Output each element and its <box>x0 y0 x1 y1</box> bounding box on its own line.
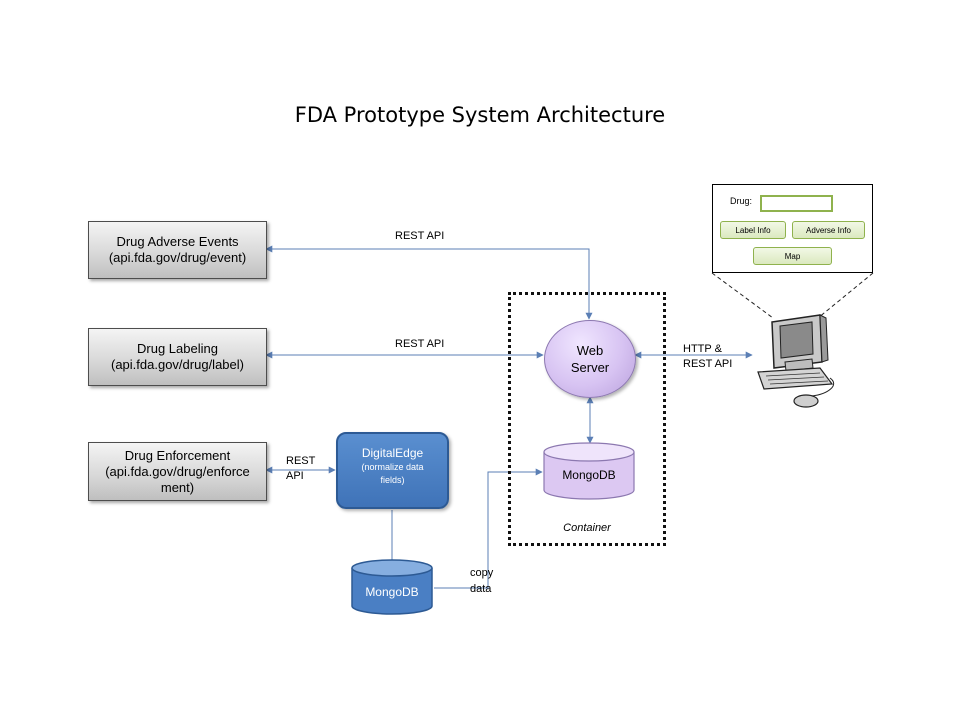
label-info-button[interactable]: Label Info <box>720 221 786 239</box>
drug-enforcement-endpoint-1: (api.fda.gov/drug/enforce <box>105 463 250 479</box>
web-server-label-1: Web <box>576 343 604 358</box>
copy-data-link <box>434 468 543 589</box>
digitaledge-title: DigitalEdge <box>361 446 424 460</box>
drug-adverse-events-endpoint: (api.fda.gov/drug/event) <box>108 250 247 265</box>
drug-adverse-events-box: Drug Adverse Events (api.fda.gov/drug/ev… <box>88 221 267 279</box>
digitaledge-node: DigitalEdge (normalize data fields) <box>336 432 449 509</box>
drug-enforcement-title: Drug Enforcement <box>124 447 231 463</box>
callout-lines <box>711 272 874 319</box>
drug-labeling-box: Drug Labeling (api.fda.gov/drug/label) <box>88 328 267 386</box>
diagram-title: FDA Prototype System Architecture <box>294 103 666 127</box>
copy-label: copy <box>470 567 494 579</box>
mongodb-local-cylinder <box>351 559 433 615</box>
container-label: Container <box>563 522 611 534</box>
digitaledge-subtitle-1: (normalize data <box>361 462 424 472</box>
web-server-node: Web Server <box>544 320 636 398</box>
adverse-info-button[interactable]: Adverse Info <box>792 221 865 239</box>
http-label: HTTP & <box>683 343 722 355</box>
adverse-events-link <box>265 245 593 320</box>
enforcement-api-label: API <box>286 470 304 482</box>
http-rest-api-label: REST API <box>683 358 733 370</box>
drug-input[interactable] <box>760 195 833 212</box>
digitaledge-subtitle-2: fields) <box>380 475 405 485</box>
data-label: data <box>470 583 492 595</box>
mongodb-container-cylinder <box>543 442 635 500</box>
drug-field-label: Drug: <box>730 196 753 206</box>
container-boundary <box>508 292 666 546</box>
computer-workstation-icon <box>757 314 835 408</box>
client-ui-mockup: Drug: Label Info Adverse Info Map <box>712 184 873 273</box>
drug-labeling-endpoint: (api.fda.gov/drug/label) <box>111 357 244 372</box>
web-server-label-2: Server <box>570 360 610 375</box>
map-button[interactable]: Map <box>753 247 832 265</box>
mongodb-container-label: MongoDB <box>562 468 616 482</box>
drug-enforcement-endpoint-2: ment) <box>160 479 195 495</box>
enforcement-rest-label: REST <box>286 455 316 467</box>
adverse-rest-api-label: REST API <box>395 230 445 242</box>
mongodb-local-label: MongoDB <box>365 585 419 599</box>
drug-labeling-title: Drug Labeling <box>137 341 218 356</box>
labeling-rest-api-label: REST API <box>395 338 445 350</box>
drug-enforcement-box: Drug Enforcement (api.fda.gov/drug/enfor… <box>88 442 267 501</box>
drug-adverse-events-title: Drug Adverse Events <box>116 234 239 249</box>
